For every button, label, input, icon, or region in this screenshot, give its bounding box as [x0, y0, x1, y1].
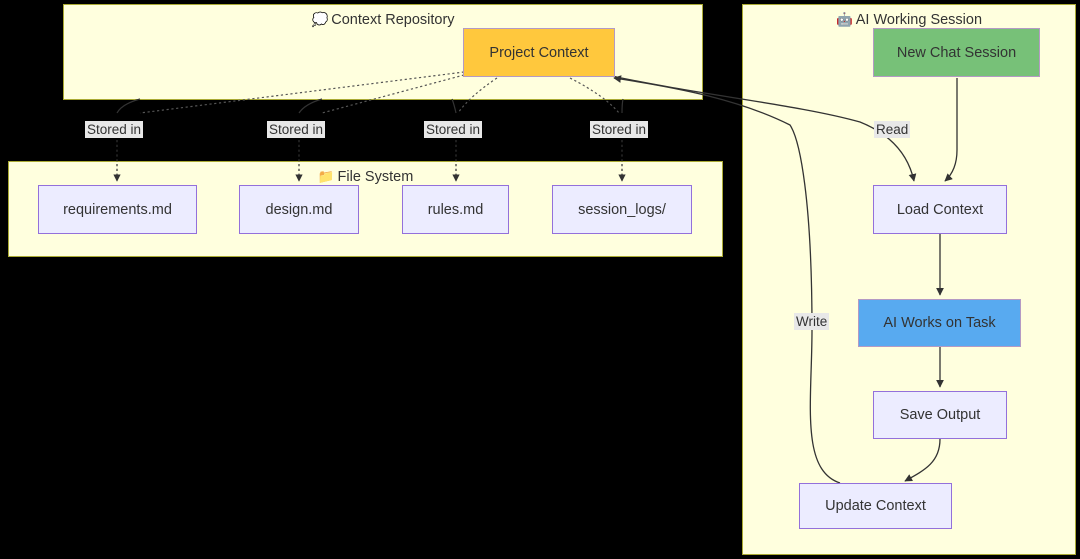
node-label-session-logs: session_logs/	[578, 201, 666, 218]
node-update-context[interactable]: Update Context	[799, 483, 952, 529]
node-rules-md[interactable]: rules.md	[402, 185, 509, 234]
edge-label-stored-in-2: Stored in	[267, 121, 326, 138]
robot-icon: 🤖	[835, 12, 853, 27]
subgraph-label-file-system: File System	[337, 169, 414, 185]
edge-connector-4	[621, 98, 624, 114]
node-design-md[interactable]: design.md	[239, 185, 359, 234]
edge-label-stored-in-3: Stored in	[424, 121, 483, 138]
edge-connector-3	[451, 98, 457, 114]
node-save-output[interactable]: Save Output	[873, 391, 1007, 439]
subgraph-ai-working-session: 🤖AI Working Session	[742, 4, 1076, 555]
node-label-design-md: design.md	[265, 201, 333, 218]
subgraph-title-file-system: 📁File System	[9, 169, 722, 185]
edge-connector-1	[116, 98, 141, 114]
node-session-logs[interactable]: session_logs/	[552, 185, 692, 234]
node-label-new-chat-session: New Chat Session	[896, 44, 1017, 61]
edge-label-stored-in-4: Stored in	[590, 121, 649, 138]
subgraph-label-context-repository: Context Repository	[331, 12, 455, 28]
node-new-chat-session[interactable]: New Chat Session	[873, 28, 1040, 77]
node-label-ai-works-on-task: AI Works on Task	[883, 315, 996, 331]
node-label-requirements-md: requirements.md	[63, 201, 172, 218]
node-project-context[interactable]: Project Context	[463, 28, 615, 77]
edge-label-read: Read	[874, 121, 911, 138]
folder-icon: 📁	[317, 169, 335, 184]
edge-connector-2	[298, 98, 323, 114]
node-ai-works-on-task[interactable]: AI Works on Task	[858, 299, 1021, 347]
node-label-update-context: Update Context	[825, 498, 926, 514]
thought-balloon-icon: 💭	[311, 12, 329, 27]
node-label-project-context: Project Context	[489, 44, 589, 61]
node-label-load-context: Load Context	[896, 201, 984, 218]
node-load-context[interactable]: Load Context	[873, 185, 1007, 234]
edge-label-write: Write	[794, 313, 830, 330]
node-label-save-output: Save Output	[899, 407, 981, 423]
edge-label-stored-in-1: Stored in	[85, 121, 144, 138]
subgraph-title-context-repository: 💭Context Repository	[64, 12, 702, 28]
node-requirements-md[interactable]: requirements.md	[38, 185, 197, 234]
subgraph-label-ai-working-session: AI Working Session	[855, 12, 983, 28]
node-label-rules-md: rules.md	[427, 201, 484, 218]
subgraph-title-ai-working-session: 🤖AI Working Session	[743, 12, 1075, 28]
